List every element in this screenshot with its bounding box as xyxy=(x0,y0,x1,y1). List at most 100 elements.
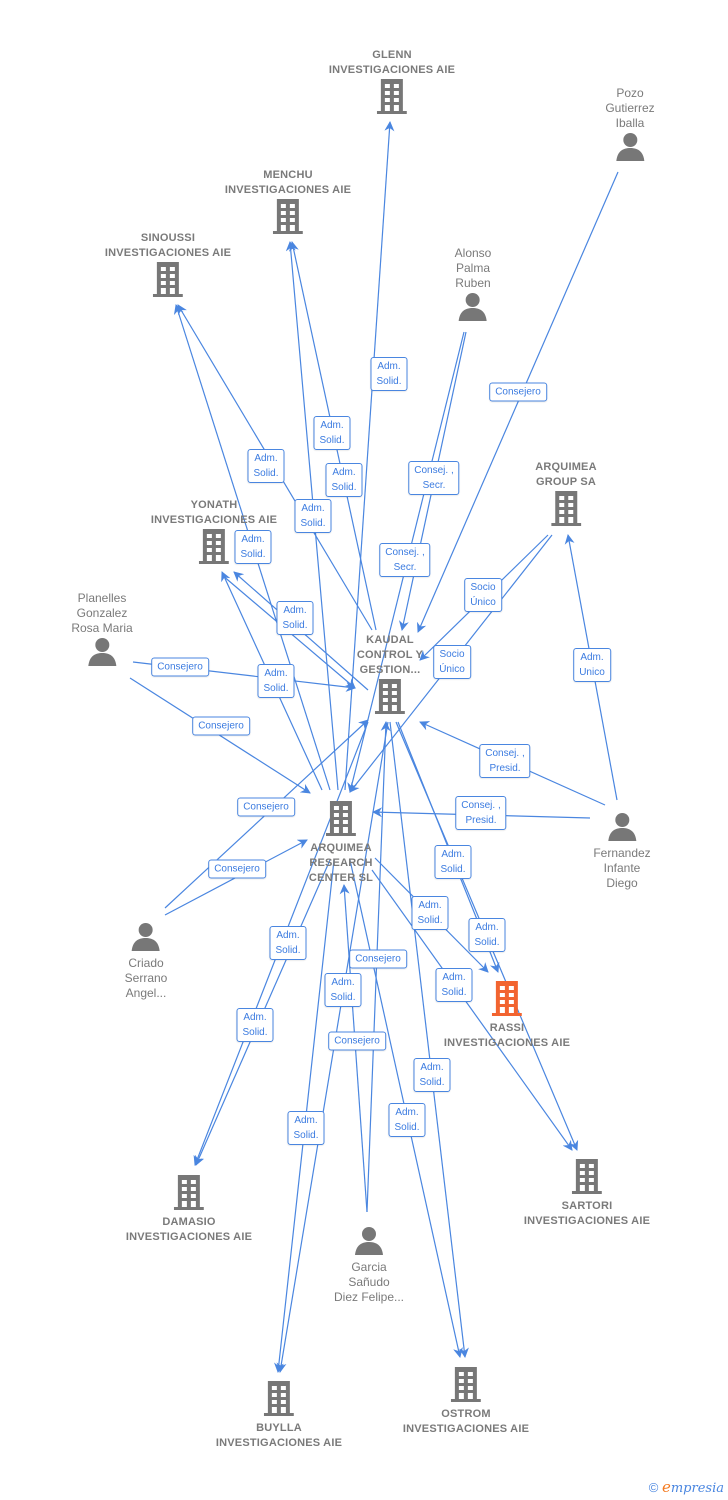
relation-label[interactable]: Socio Único xyxy=(433,645,471,679)
relation-label[interactable]: Adm. Solid. xyxy=(388,1103,426,1137)
relation-label[interactable]: Adm. Solid. xyxy=(313,416,351,450)
node-label-line: CONTROL Y xyxy=(356,649,424,661)
relation-label[interactable]: Adm. Solid. xyxy=(370,357,408,391)
relation-label[interactable]: Adm. Solid. xyxy=(294,499,332,533)
relation-label[interactable]: Consej. , Secr. xyxy=(408,461,460,495)
relation-label[interactable]: Adm. Solid. xyxy=(468,918,506,952)
relation-label[interactable]: Adm. Unico xyxy=(573,648,611,682)
relation-label[interactable]: Adm. Solid. xyxy=(325,463,363,497)
node-label-line: CENTER SL xyxy=(308,872,374,884)
relation-label[interactable]: Adm. Solid. xyxy=(287,1111,325,1145)
building-icon xyxy=(153,261,183,302)
relation-label[interactable]: Adm. Solid. xyxy=(434,845,472,879)
relation-label[interactable]: Consejero xyxy=(208,859,266,879)
relation-label[interactable]: Adm. Solid. xyxy=(247,449,285,483)
node-label-line: INVESTIGACIONES AIE xyxy=(402,1423,530,1435)
relation-edge-planelles-arc xyxy=(129,677,311,794)
node-label-line: Pozo xyxy=(616,86,644,100)
relation-label[interactable]: Consejero xyxy=(489,382,547,402)
relation-label[interactable]: Adm. Solid. xyxy=(234,530,272,564)
person-icon xyxy=(131,921,161,956)
node-label-line: Serrano xyxy=(124,971,168,985)
person-icon xyxy=(607,811,637,846)
node-label-line: Gutierrez xyxy=(605,101,655,115)
relation-label[interactable]: Adm. Solid. xyxy=(269,926,307,960)
building-icon xyxy=(264,1380,294,1421)
relation-label[interactable]: Consej. , Presid. xyxy=(455,796,507,830)
footer-brand[interactable]: © empresia xyxy=(649,1478,724,1496)
relation-label[interactable]: Consejero xyxy=(349,949,407,969)
node-label-line: Alonso xyxy=(454,246,492,260)
brand-logo-text: mpresia xyxy=(670,1481,724,1496)
node-label-line: Criado xyxy=(128,956,164,970)
building-icon xyxy=(451,1366,481,1407)
building-icon xyxy=(551,490,581,531)
node-label-line: GLENN xyxy=(372,49,412,61)
relation-edge-pozo-kaudal xyxy=(417,171,619,633)
relation-label[interactable]: Adm. Solid. xyxy=(257,664,295,698)
relation-label[interactable]: Consejero xyxy=(328,1031,386,1051)
company-node-yonath[interactable]: YONATH INVESTIGACIONES AIE xyxy=(151,498,277,569)
relation-label[interactable]: Socio Único xyxy=(464,578,502,612)
node-label-line: Angel... xyxy=(125,986,167,1000)
relation-edge-kaudal-ostrom xyxy=(389,721,469,1358)
node-label-line: INVESTIGACIONES AIE xyxy=(104,247,232,259)
person-icon xyxy=(615,131,645,166)
node-label-line: INVESTIGACIONES AIE xyxy=(215,1437,343,1449)
relation-label[interactable]: Adm. Solid. xyxy=(276,601,314,635)
relation-label[interactable]: Consejero xyxy=(237,797,295,817)
node-label-line: Infante xyxy=(603,861,641,875)
relation-label[interactable]: Adm. Solid. xyxy=(324,973,362,1007)
building-icon xyxy=(325,800,356,841)
relation-label[interactable]: Consejero xyxy=(192,716,250,736)
relation-label[interactable]: Adm. Solid. xyxy=(236,1008,274,1042)
building-icon xyxy=(572,1158,602,1199)
relation-label[interactable]: Adm. Solid. xyxy=(435,968,473,1002)
relation-label[interactable]: Consejero xyxy=(151,657,209,677)
node-label-line: INVESTIGACIONES AIE xyxy=(150,514,278,526)
person-icon xyxy=(354,1225,384,1260)
node-label-line: Rosa Maria xyxy=(71,621,133,635)
building-icon xyxy=(377,78,407,119)
relation-label[interactable]: Adm. Solid. xyxy=(411,896,449,930)
node-label-line: Ruben xyxy=(455,276,491,290)
relation-label[interactable]: Consej. , Secr. xyxy=(379,543,431,577)
relation-label[interactable]: Adm. Solid. xyxy=(413,1058,451,1092)
node-label-line: YONATH xyxy=(190,499,238,511)
node-label-line: Iballa xyxy=(615,116,645,130)
node-label-line: Fernandez xyxy=(593,846,651,860)
node-label-line: RESEARCH xyxy=(309,857,373,869)
node-label-line: Sañudo xyxy=(348,1275,390,1289)
relation-label[interactable]: Consej. , Presid. xyxy=(479,744,531,778)
node-label-line: MENCHU xyxy=(263,169,313,181)
relation-edge-arc-sartori xyxy=(371,869,573,1151)
building-icon xyxy=(375,678,405,719)
